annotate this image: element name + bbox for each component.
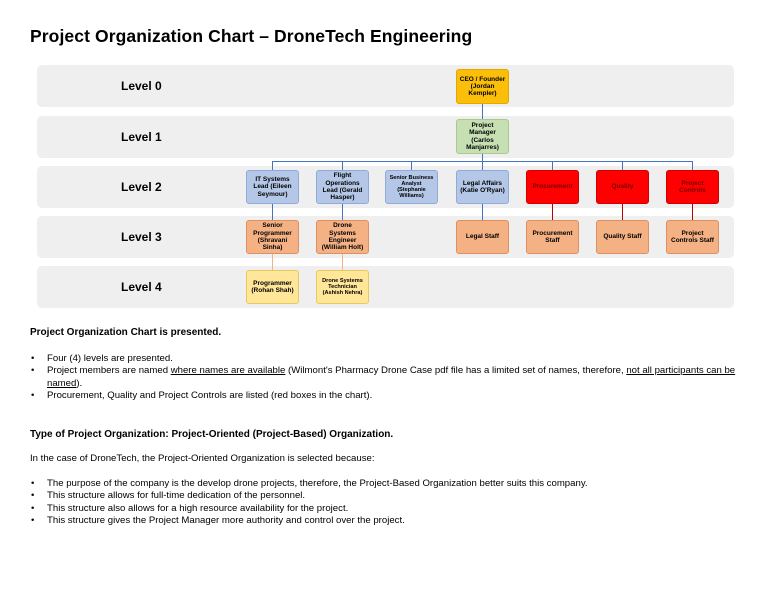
project-manager-box: Project Manager (Carlos Manjarres)	[456, 119, 509, 154]
list-item: The purpose of the company is the develo…	[30, 478, 745, 491]
underlined-text: where names are available	[170, 365, 286, 377]
connector-flight-l3	[342, 204, 343, 220]
bullet-text: Four (4) levels are presented.	[47, 353, 173, 364]
list-item: This structure gives the Project Manager…	[30, 515, 745, 528]
project-controls-box: Project Controls	[666, 170, 719, 204]
connector-drone-engineer-l4	[342, 254, 343, 270]
bullet-text: (Wilmont's Pharmacy Drone Case pdf file …	[285, 365, 627, 377]
level-label-2: Level 2	[121, 180, 162, 194]
project-controls-staff-box: Project Controls Staff	[666, 220, 719, 254]
connector-quality-l3	[622, 204, 623, 220]
list-item: This structure allows for full-time dedi…	[30, 490, 745, 503]
legal-staff-box: Legal Staff	[456, 220, 509, 254]
it-systems-lead-box: IT Systems Lead (Eileen Seymour)	[246, 170, 299, 204]
section2-list: The purpose of the company is the develo…	[30, 478, 745, 528]
connector-it	[272, 161, 273, 170]
bullet-text: Project members are named	[47, 365, 171, 377]
connector-controls-l3	[692, 204, 693, 220]
level-band-1	[37, 116, 734, 158]
senior-programmer-box: Senior Programmer (Shravani Sinha)	[246, 220, 299, 254]
level-label-0: Level 0	[121, 79, 162, 93]
bullet-text: ).	[76, 377, 83, 389]
level-label-3: Level 3	[121, 230, 162, 244]
drone-systems-technician-box: Drone Systems Technician (Ashish Nehra)	[316, 270, 369, 304]
underlined-text: not all participants can be named	[47, 365, 736, 389]
section1-heading: Project Organization Chart is presented.	[30, 327, 222, 338]
list-item: This structure also allows for a high re…	[30, 503, 745, 516]
page-title: Project Organization Chart – DroneTech E…	[30, 26, 473, 46]
drone-systems-engineer-box: Drone Systems Engineer (William Holt)	[316, 220, 369, 254]
section1-list: Four (4) levels are presented. Project m…	[30, 353, 745, 403]
connector-legal-l3	[482, 204, 483, 220]
quality-staff-box: Quality Staff	[596, 220, 649, 254]
level-band-4	[37, 266, 734, 308]
connector-legal	[482, 161, 483, 170]
procurement-box: Procurement	[526, 170, 579, 204]
connector-quality	[622, 161, 623, 170]
bullet-text: Procurement, Quality and Project Control…	[47, 390, 373, 402]
quality-box: Quality	[596, 170, 649, 204]
flight-operations-lead-box: Flight Operations Lead (Gerald Hasper)	[316, 170, 369, 204]
connector-controls	[692, 161, 693, 170]
level-label-1: Level 1	[121, 130, 162, 144]
list-item: Four (4) levels are presented.	[30, 353, 745, 366]
list-item: Project members are named where names ar…	[30, 365, 745, 390]
programmer-box: Programmer (Rohan Shah)	[246, 270, 299, 304]
connector-procurement-l3	[552, 204, 553, 220]
connector-flight	[342, 161, 343, 170]
connector-it-l3	[272, 204, 273, 220]
senior-business-analyst-box: Senior Business Analyst (Stephanie Willi…	[385, 170, 438, 204]
ceo-box: CEO / Founder (Jordan Kempler)	[456, 69, 509, 104]
connector-senior-programmer-l4	[272, 254, 273, 270]
connector-ceo-pm	[482, 104, 483, 119]
connector-pm-down	[482, 154, 483, 162]
section2-heading: Type of Project Organization: Project-Or…	[30, 429, 394, 440]
level-label-4: Level 4	[121, 280, 162, 294]
section2-intro: In the case of DroneTech, the Project-Or…	[30, 453, 375, 464]
list-item: Procurement, Quality and Project Control…	[30, 390, 745, 403]
level-band-0	[37, 65, 734, 107]
connector-procurement	[552, 161, 553, 170]
procurement-staff-box: Procurement Staff	[526, 220, 579, 254]
legal-affairs-box: Legal Affairs (Katie O'Ryan)	[456, 170, 509, 204]
connector-biz	[411, 161, 412, 170]
